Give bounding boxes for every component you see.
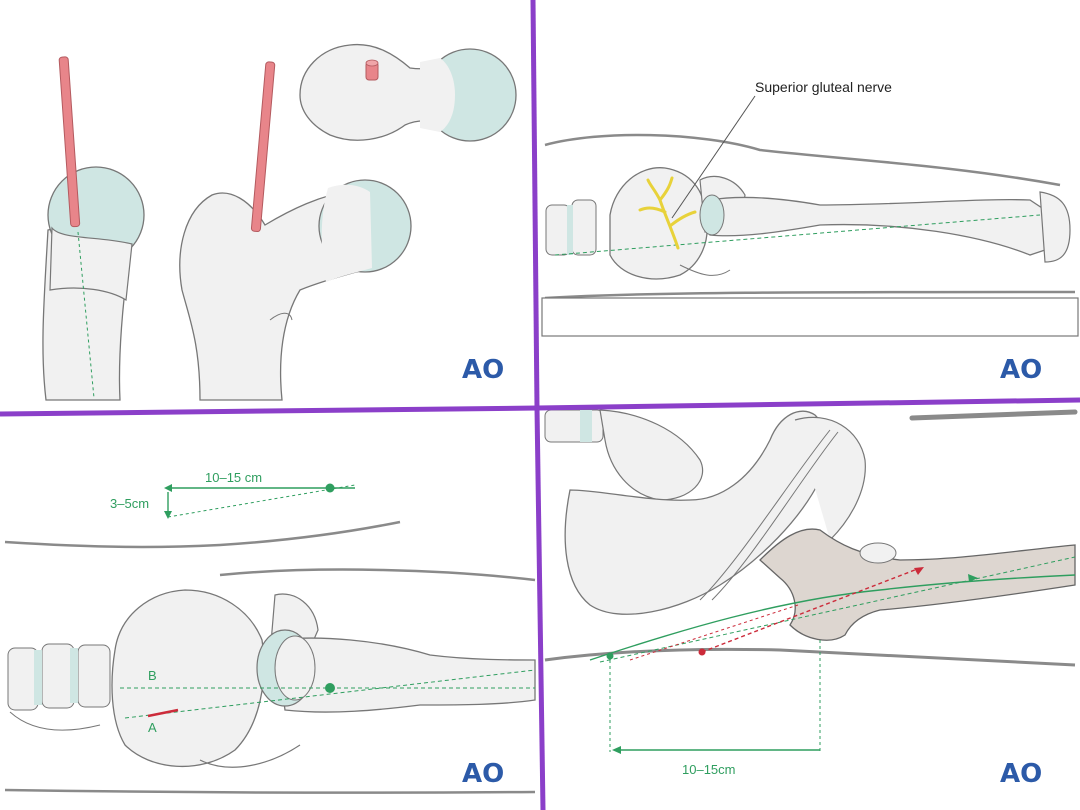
divider-horizontal-right [536, 397, 1080, 411]
point-a-label: A [148, 720, 157, 735]
panel-bottom-left: 10–15 cm 3–5cm B A AO [4, 470, 536, 794]
ao-logo: AO [462, 759, 504, 789]
table-edge [909, 409, 1078, 421]
guide-wire-ap [250, 61, 276, 233]
ao-logo: AO [462, 355, 504, 385]
femur-lateral-view [42, 166, 145, 401]
table-edge [541, 297, 1079, 337]
skin-line [544, 647, 1076, 667]
femur-ap-view [179, 179, 412, 401]
spine-vertebrae [545, 199, 597, 256]
superior-gluteal-nerve [638, 176, 697, 250]
distance-label: 10–15 cm [205, 470, 262, 485]
femur [274, 637, 536, 713]
body-outline [544, 133, 1076, 300]
guide-wire-lateral [58, 56, 81, 228]
offset-label: 3–5cm [110, 496, 149, 511]
panel-bottom-right: 10–15cm AO [544, 409, 1078, 789]
spine-vertebrae [544, 409, 704, 501]
divider-horizontal-left [0, 405, 538, 417]
femur [759, 528, 1076, 641]
panel-top-left: AO [42, 43, 517, 401]
guide-path-green [589, 574, 1076, 661]
pelvis [111, 589, 265, 767]
spine-vertebrae [7, 643, 111, 731]
ao-logo: AO [1000, 355, 1042, 385]
callout-label: Superior gluteal nerve [755, 79, 892, 95]
ao-logo: AO [1000, 759, 1042, 789]
target-point [325, 683, 335, 693]
divider-vertical-bottom [534, 407, 546, 810]
guide-path-red [701, 567, 921, 653]
point-b-label: B [148, 668, 157, 683]
entry-marker [147, 708, 179, 718]
femur [709, 196, 1046, 256]
panel-top-right: Superior gluteal nerve AO [541, 79, 1079, 385]
entry-point [325, 483, 335, 493]
line-a [124, 669, 536, 719]
pelvis [609, 167, 708, 280]
femur-axial-view [299, 43, 517, 142]
callout-leader [671, 95, 756, 219]
distance-label: 10–15cm [682, 762, 735, 777]
body-outline [4, 520, 536, 794]
divider-vertical-top [530, 0, 540, 409]
